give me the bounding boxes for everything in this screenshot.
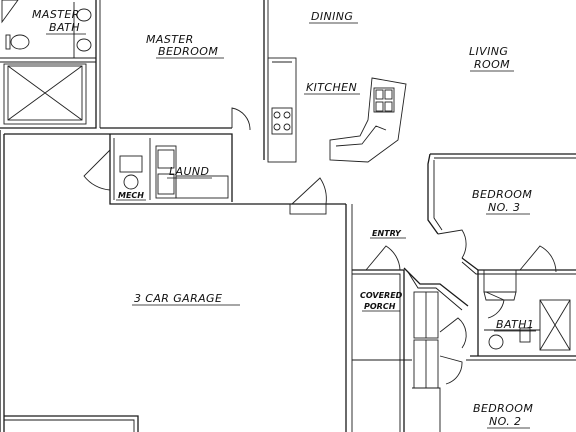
living-room-label-line1: LIVING bbox=[469, 45, 508, 58]
garage-label: 3 CAR GARAGE bbox=[134, 292, 222, 305]
master-bath-label-line2: BATH bbox=[49, 21, 80, 34]
bath1-label: BATH1 bbox=[496, 318, 534, 331]
entry-porch-area bbox=[352, 245, 469, 432]
bedroom3-area bbox=[427, 153, 576, 275]
master-bath-label-line1: MASTER bbox=[32, 8, 80, 21]
mech-label: MECH bbox=[118, 191, 144, 200]
covered-porch-label-line1: COVERED bbox=[360, 291, 403, 300]
master-bedroom-label-line1: MASTER bbox=[146, 33, 194, 46]
laundry-mech-area bbox=[83, 133, 346, 205]
bedroom2-label-line1: BEDROOM bbox=[473, 402, 533, 415]
master-bedroom-area bbox=[100, 0, 269, 160]
garage-area bbox=[0, 130, 353, 432]
bedroom3-label-line1: BEDROOM bbox=[472, 188, 532, 201]
kitchen-label: KITCHEN bbox=[306, 81, 357, 94]
entry-label: ENTRY bbox=[372, 229, 402, 238]
bedroom2-label-line2: NO. 2 bbox=[489, 415, 521, 428]
living-room-label-line2: ROOM bbox=[474, 58, 510, 71]
master-bath-area bbox=[0, 0, 101, 129]
kitchen-area bbox=[267, 57, 407, 163]
covered-porch-label-line2: PORCH bbox=[364, 302, 396, 311]
laundry-label: LAUND bbox=[169, 165, 209, 178]
dining-label: DINING bbox=[311, 10, 353, 23]
room-labels: MASTER BATH MASTER BEDROOM DINING LIVING… bbox=[32, 8, 536, 429]
bedroom3-label-line2: NO. 3 bbox=[488, 201, 520, 214]
master-bedroom-label-line2: BEDROOM bbox=[158, 45, 218, 58]
bath1-area bbox=[466, 269, 576, 361]
